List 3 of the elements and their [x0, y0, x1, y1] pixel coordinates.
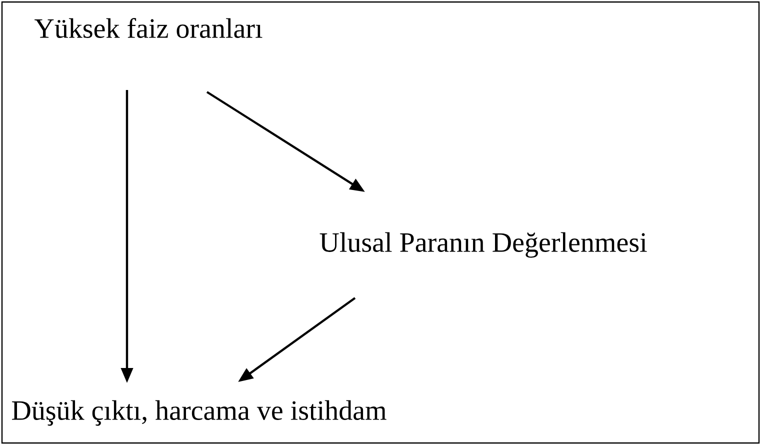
node-label: Düşük çıktı, harcama ve istihdam — [12, 400, 386, 426]
node-label: Ulusal Paranın Değerlenmesi — [320, 232, 647, 258]
node-label: Yüksek faiz oranları — [34, 18, 262, 38]
